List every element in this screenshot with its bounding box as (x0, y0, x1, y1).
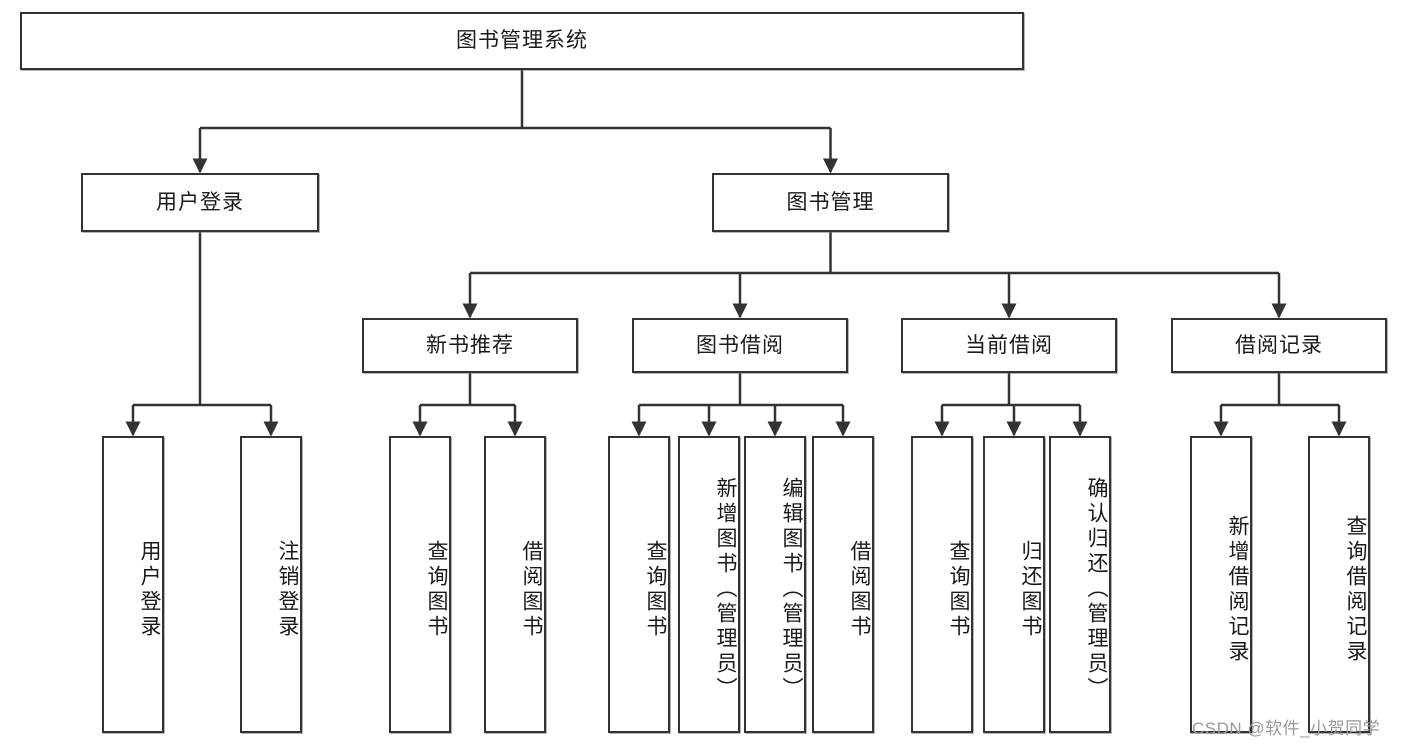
node-borrow[interactable]: 图书借阅 (632, 318, 848, 373)
node-label: 图书管理 (786, 190, 875, 214)
node-leaf5[interactable]: 查询图书 (608, 436, 670, 733)
node-leaf11[interactable]: 确认归还（管理员） (1049, 436, 1111, 733)
node-label: 图书管理系统 (456, 29, 588, 53)
node-label: 查询图书 (425, 539, 448, 640)
node-label: 归还图书 (1019, 539, 1042, 640)
node-label: 图书借阅 (696, 333, 784, 357)
node-current[interactable]: 当前借阅 (901, 318, 1117, 373)
node-leaf10[interactable]: 归还图书 (983, 436, 1045, 733)
node-label: 编辑图书（管理员） (780, 477, 803, 702)
node-label: 用户登录 (138, 539, 161, 640)
node-records[interactable]: 借阅记录 (1171, 318, 1387, 373)
node-label: 新增图书（管理员） (714, 477, 737, 702)
node-leaf12[interactable]: 新增借阅记录 (1190, 436, 1252, 733)
node-label: 当前借阅 (965, 333, 1053, 357)
node-label: 借阅图书 (848, 539, 871, 640)
node-leaf6[interactable]: 新增图书（管理员） (678, 436, 740, 733)
node-label: 借阅记录 (1235, 333, 1323, 357)
node-leaf4[interactable]: 借阅图书 (484, 436, 546, 733)
node-leaf8[interactable]: 借阅图书 (812, 436, 874, 733)
node-login[interactable]: 用户登录 (81, 173, 319, 232)
node-label: 借阅图书 (520, 539, 543, 640)
node-label: 查询借阅记录 (1344, 514, 1367, 665)
node-newbook[interactable]: 新书推荐 (362, 318, 578, 373)
node-label: 新增借阅记录 (1226, 514, 1249, 665)
node-label: 查询图书 (947, 539, 970, 640)
node-label: 新书推荐 (426, 333, 514, 357)
node-label: 用户登录 (156, 190, 244, 214)
node-label: 注销登录 (276, 539, 299, 640)
node-leaf9[interactable]: 查询图书 (911, 436, 973, 733)
node-leaf7[interactable]: 编辑图书（管理员） (744, 436, 806, 733)
node-root[interactable]: 图书管理系统 (20, 12, 1024, 70)
node-bookmgmt[interactable]: 图书管理 (712, 173, 949, 232)
node-leaf1[interactable]: 用户登录 (102, 436, 164, 733)
node-label: 查询图书 (644, 539, 667, 640)
csdn-watermark: CSDN @软件_小贺同学 (1192, 719, 1381, 738)
node-leaf2[interactable]: 注销登录 (240, 436, 302, 733)
node-leaf13[interactable]: 查询借阅记录 (1308, 436, 1370, 733)
node-label: 确认归还（管理员） (1085, 477, 1108, 702)
node-leaf3[interactable]: 查询图书 (389, 436, 451, 733)
